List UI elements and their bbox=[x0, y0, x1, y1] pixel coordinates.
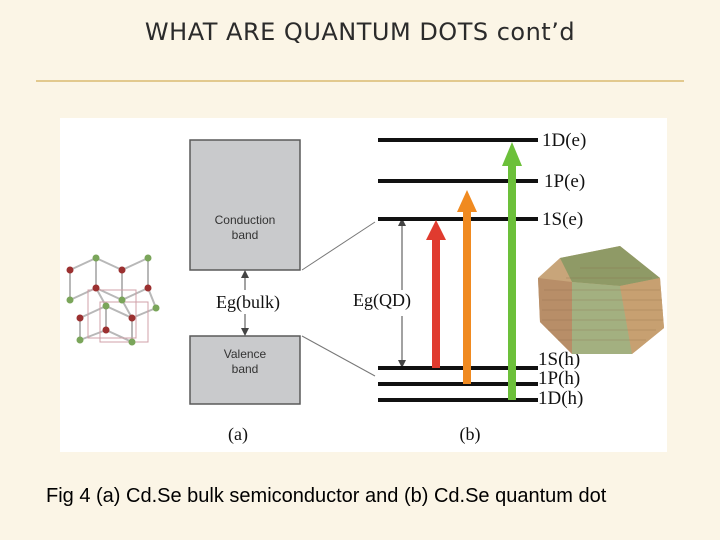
conduction-connector-line bbox=[301, 221, 376, 271]
level-label-1S-e: 1S(e) bbox=[542, 209, 583, 230]
transition-arrow-red bbox=[426, 220, 446, 368]
level-label-1D-h: 1D(h) bbox=[538, 388, 583, 409]
valence-connector-line bbox=[301, 335, 376, 377]
transition-arrow-green bbox=[502, 142, 522, 400]
level-label-1P-h: 1P(h) bbox=[538, 368, 580, 389]
transition-arrow-orange bbox=[457, 190, 477, 384]
slide-title: WHAT ARE QUANTUM DOTS cont’d bbox=[144, 18, 576, 46]
valence-band-box bbox=[189, 335, 301, 405]
panel-b-label: (b) bbox=[460, 424, 481, 445]
valence-band-label-line1: Valence bbox=[224, 347, 267, 361]
bulk-gap-label: Eg(bulk) bbox=[216, 292, 280, 313]
panel-a-label: (a) bbox=[228, 424, 248, 445]
valence-band-label-line2: band bbox=[232, 362, 259, 376]
title-rule bbox=[36, 80, 684, 82]
energy-level-diagram: Conduction band Valence band Eg(bulk) Eg… bbox=[66, 130, 664, 445]
lattice-atoms-dots bbox=[66, 254, 160, 346]
level-label-1S-h: 1S(h) bbox=[538, 349, 580, 370]
conduction-band-box bbox=[189, 139, 301, 271]
figure-caption: Fig 4 (a) Cd.Se bulk semiconductor and (… bbox=[46, 485, 607, 507]
figure-quantum-dot-diagram: Conduction band Valence band Eg(bulk) Eg… bbox=[60, 118, 667, 452]
level-label-1D-e: 1D(e) bbox=[542, 130, 586, 151]
qd-gap-label: Eg(QD) bbox=[353, 290, 411, 311]
crystal-lattice-icon bbox=[69, 257, 157, 343]
conduction-band-label-line1: Conduction bbox=[215, 213, 276, 227]
conduction-band-label-line2: band bbox=[232, 228, 259, 242]
level-label-1P-e: 1P(e) bbox=[544, 171, 585, 192]
quantum-dot-crystal-icon bbox=[538, 246, 664, 354]
